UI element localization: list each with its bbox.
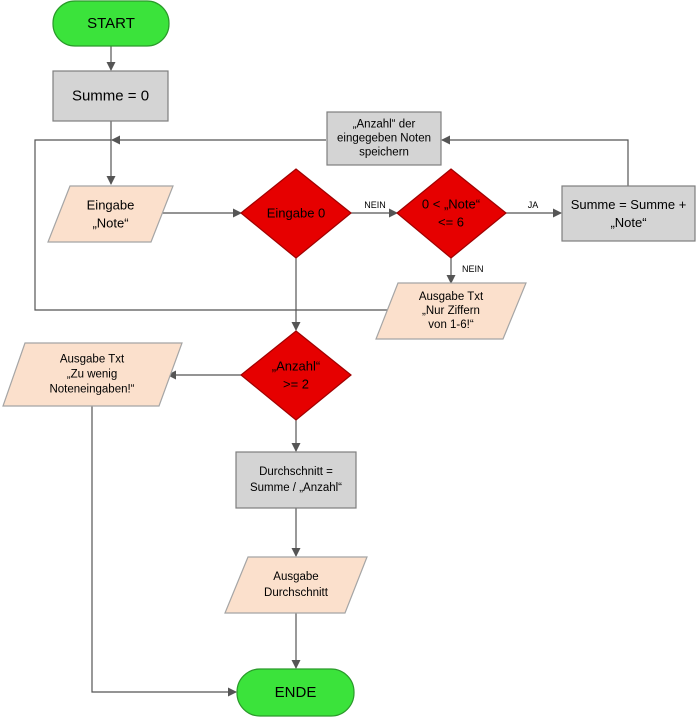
label-range-yes: JA	[528, 200, 539, 210]
node-label-line: START	[87, 15, 135, 32]
node-label-line: eingegeben Noten	[337, 133, 431, 145]
count-label: „Anzahl“ der eingegeben Noten speichern	[337, 119, 431, 159]
node-label-line: Summe = 0	[72, 88, 149, 105]
input-note-label: Eingabe „Note“	[87, 198, 135, 231]
edge-error-loop	[34, 139, 389, 311]
end-label: ENDE	[275, 684, 317, 701]
error-few-io	[2, 342, 183, 407]
node-label-line: „Zu wenig	[67, 369, 118, 381]
node-label-line: Summe / „Anzahl“	[250, 482, 342, 494]
error-digits-label: Ausgabe Txt „Nur Ziffern von 1-6!“	[419, 291, 484, 331]
count-decision	[240, 330, 352, 421]
connectors	[34, 46, 629, 697]
node-label-line: Ausgabe Txt	[60, 354, 125, 366]
average-process	[235, 451, 357, 509]
edge-few-end	[91, 406, 237, 697]
range-decision	[396, 168, 507, 259]
edge-add-count	[441, 135, 629, 186]
start-terminal	[52, 0, 170, 47]
add-sum-label: Summe = Summe + „Note“	[571, 197, 687, 230]
node-label-line: „Anzahl“	[272, 359, 320, 374]
node-label-line: Eingabe	[87, 198, 135, 213]
node-label-line: Durchschnitt	[264, 587, 329, 599]
start-label: START	[87, 15, 135, 32]
label-range-no: NEIN	[462, 264, 484, 274]
node-label-line: Noteneingaben!“	[49, 384, 134, 396]
node-label-line: „Note“	[610, 215, 646, 230]
node-label-line: Eingabe 0	[267, 206, 326, 221]
add-sum-process	[561, 185, 696, 242]
init-label: Summe = 0	[72, 88, 149, 105]
node-label-line: „Anzahl“ der	[353, 119, 416, 131]
node-label-line: Summe = Summe +	[571, 197, 687, 212]
input-note-io	[47, 185, 174, 243]
node-label-line: „Nur Ziffern	[422, 305, 480, 317]
count-process	[326, 111, 442, 166]
node-label-line: Ausgabe Txt	[419, 291, 484, 303]
init-process	[52, 70, 169, 122]
output-average-io	[224, 556, 368, 614]
node-label-line: Ausgabe	[273, 571, 318, 583]
node-label-line: ENDE	[275, 684, 317, 701]
zero-decision	[240, 168, 352, 259]
node-label-line: <= 6	[438, 215, 464, 230]
error-digits-io	[375, 282, 527, 340]
node-label-line: 0 < „Note“	[422, 197, 480, 212]
node-label-line: Durchschnitt =	[259, 466, 333, 478]
zero-decision-label: Eingabe 0	[267, 206, 326, 221]
end-terminal	[236, 668, 355, 717]
label-zero-no: NEIN	[364, 200, 386, 210]
average-label: Durchschnitt = Summe / „Anzahl“	[250, 466, 342, 494]
range-decision-label: 0 < „Note“ <= 6	[422, 197, 480, 230]
count-decision-label: „Anzahl“ >= 2	[272, 359, 320, 392]
node-label-line: „Note“	[92, 216, 128, 231]
node-label-line: von 1-6!“	[428, 319, 474, 331]
node-label-line: speichern	[359, 147, 409, 159]
node-label-line: >= 2	[283, 377, 309, 392]
